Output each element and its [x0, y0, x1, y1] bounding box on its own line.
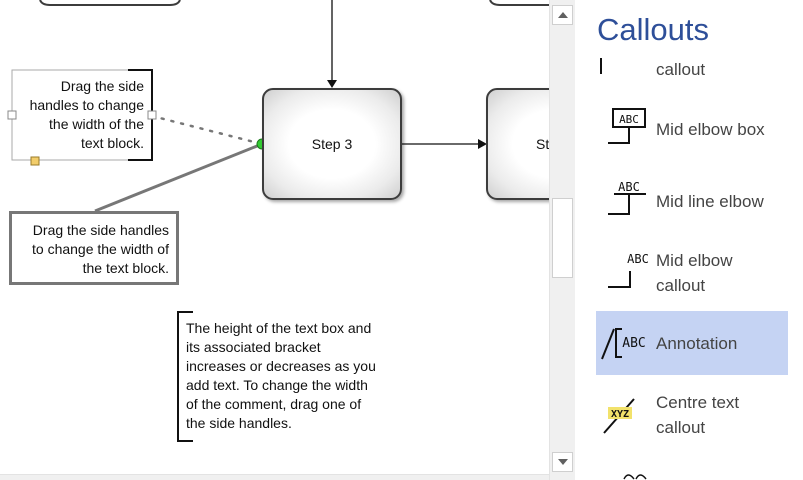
scroll-up-button[interactable]: [552, 5, 573, 25]
connectors-layer: [7, 0, 549, 442]
control-handle-yellow: [30, 156, 40, 166]
arrowhead-step3-to-next: [478, 139, 487, 149]
shape-item-annotation[interactable]: ABC Annotation: [596, 311, 788, 375]
callout-bottom-box[interactable]: Drag the side handles to change the widt…: [9, 211, 179, 285]
svg-text:XYZ: XYZ: [611, 409, 629, 420]
svg-text:ABC: ABC: [618, 180, 640, 194]
svg-text:ABC: ABC: [619, 113, 639, 126]
shape-item-label: Mid elbow box: [656, 119, 765, 139]
step-3-label: Step 3: [311, 136, 353, 152]
step-3-shape[interactable]: Step 3: [262, 88, 402, 200]
shape-item-label: Annotation: [656, 333, 738, 353]
shape-item-label: Mid elbow callout: [656, 251, 733, 295]
shape-item-callout[interactable]: callout: [596, 56, 788, 82]
dotted-leader-line: [150, 114, 264, 146]
scroll-down-button[interactable]: [552, 452, 573, 472]
scroll-thumb[interactable]: [552, 198, 573, 278]
shape-item-label: callout: [656, 59, 706, 79]
callout-top-text[interactable]: Drag the side handles to change the widt…: [29, 78, 144, 151]
drawing-canvas[interactable]: Step 3 Ste Drag the side handles to chan…: [0, 0, 549, 480]
shape-item-label: Mid line elbow: [656, 191, 764, 211]
annotation-icon: ABC: [596, 313, 656, 373]
panel-title: Callouts: [597, 12, 709, 47]
annotation-bracket: [177, 311, 193, 442]
shapes-panel: Callouts callout ABC Mid elbow box ABC: [575, 0, 803, 480]
chevron-up-icon: [557, 12, 568, 18]
callout-leader-line: [94, 142, 263, 213]
mid-line-elbow-icon: ABC: [596, 171, 656, 231]
step-next-shape[interactable]: Ste: [486, 88, 549, 200]
shape-item-mid-elbow-callout[interactable]: ABC Mid elbow callout: [596, 242, 788, 304]
horizontal-scrollbar[interactable]: [0, 474, 549, 480]
step-next-label: Ste: [536, 136, 549, 152]
annotation-text[interactable]: The height of the text box and its assoc…: [186, 320, 376, 431]
vertical-scrollbar[interactable]: [549, 0, 575, 480]
centre-text-callout-icon: XYZ: [596, 385, 656, 445]
shape-item-partial[interactable]: [596, 468, 788, 480]
partial-shape-top-right: [489, 0, 549, 6]
partial-shape-top-left: [39, 0, 181, 6]
shape-item-centre-text-callout[interactable]: XYZ Centre text callout: [596, 384, 788, 446]
mid-elbow-box-icon: ABC: [596, 99, 656, 159]
mid-elbow-callout-icon: ABC: [596, 243, 656, 303]
side-handle-right: [147, 110, 157, 120]
chevron-down-icon: [557, 459, 568, 465]
shape-item-mid-line-elbow[interactable]: ABC Mid line elbow: [596, 170, 788, 232]
shape-item-label: Centre text callout: [656, 393, 740, 437]
partial-shape-icon: [596, 468, 656, 480]
svg-text:ABC: ABC: [627, 252, 649, 266]
arrowhead-into-step3: [327, 80, 337, 88]
side-handle-left: [7, 110, 17, 120]
callout-partial-icon: [596, 56, 656, 82]
svg-text:ABC: ABC: [622, 336, 645, 351]
shape-item-mid-elbow-box[interactable]: ABC Mid elbow box: [596, 98, 788, 160]
